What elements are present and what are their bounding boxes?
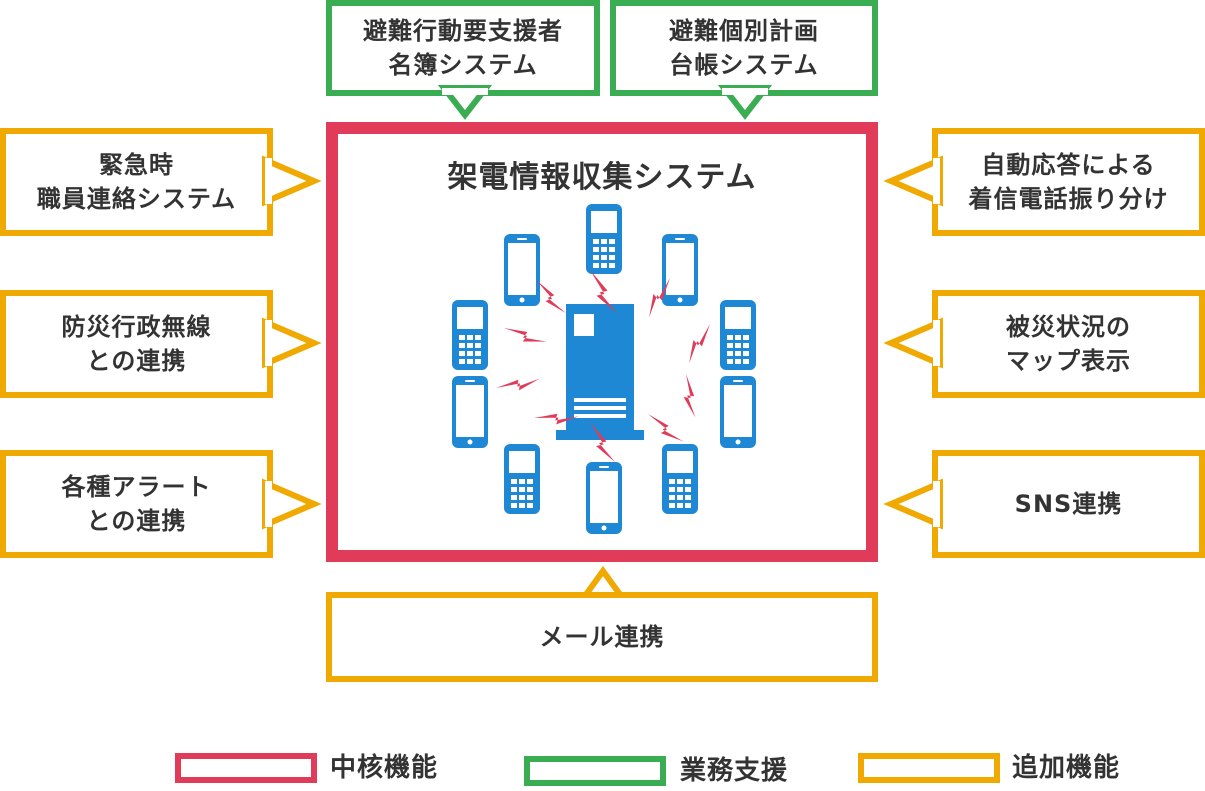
box-line: 被災状況の [1006,313,1131,341]
feature-phone-icon [586,204,622,274]
box-line: 着信電話振り分け [968,185,1169,213]
feature-phone-icon [452,300,488,370]
box-line: メール連携 [539,623,665,651]
smartphone-icon [452,376,488,448]
box-line: 緊急時 [99,151,174,179]
addon-box-alerts: 各種アラート との連携 [0,450,273,558]
lightning-icon [648,405,684,450]
lightning-icon [677,324,722,364]
addon-box-disaster-radio: 防災行政無線 との連携 [0,290,273,398]
smartphone-icon [662,234,698,306]
box-line: 職員連絡システム [36,185,237,213]
box-line: 避難行動要支援者 [363,17,563,45]
feature-phone-icon [720,300,756,370]
addon-box-damage-map: 被災状況の マップ表示 [932,290,1205,398]
core-illustration [452,204,756,534]
lightning-icon [496,365,540,401]
box-line: 防災行政無線 [61,313,212,341]
legend-swatch-core [175,753,317,783]
legend-label-business: 業務支援 [680,756,789,786]
pointer-left [883,478,943,530]
box-line: 台帳システム [669,51,819,79]
business-box-evacuee-registry: 避難行動要支援者 名簿システム [326,0,600,96]
pointer-right [262,317,322,369]
box-line: SNS連携 [1014,490,1123,518]
legend-label-addon: 追加機能 [1012,753,1121,783]
box-line: マップ表示 [1006,347,1131,375]
pointer-down [437,85,493,120]
addon-box-mail: メール連携 [326,592,878,682]
smartphone-icon [586,462,622,534]
pointer-right [262,155,322,207]
addon-box-auto-answer: 自動応答による 着信電話振り分け [932,128,1205,236]
box-line: 避難個別計画 [669,17,819,45]
pointer-left [883,317,943,369]
box-line: 自動応答による [981,151,1156,179]
lightning-icon [504,312,547,357]
lightning-icon [536,275,567,318]
lightning-icon [673,374,709,418]
feature-phone-icon [504,444,540,514]
legend-swatch-addon [858,753,1000,783]
pointer-down [717,85,773,120]
addon-box-sns: SNS連携 [932,450,1205,558]
box-line: との連携 [86,507,187,535]
feature-phone-icon [662,444,698,514]
legend-label-core: 中核機能 [330,753,439,783]
smartphone-icon [720,376,756,448]
business-box-individual-plan: 避難個別計画 台帳システム [610,0,878,96]
addon-box-emergency-contact: 緊急時 職員連絡システム [0,128,273,236]
box-line: 名簿システム [388,51,538,79]
server-icon [556,304,644,440]
core-system-title: 架電情報収集システム [447,160,757,195]
box-line: との連携 [86,347,187,375]
pointer-right [262,478,322,530]
box-line: 各種アラート [61,473,212,501]
smartphone-icon [504,234,540,306]
pointer-left [883,155,943,207]
legend-swatch-business [524,756,666,786]
